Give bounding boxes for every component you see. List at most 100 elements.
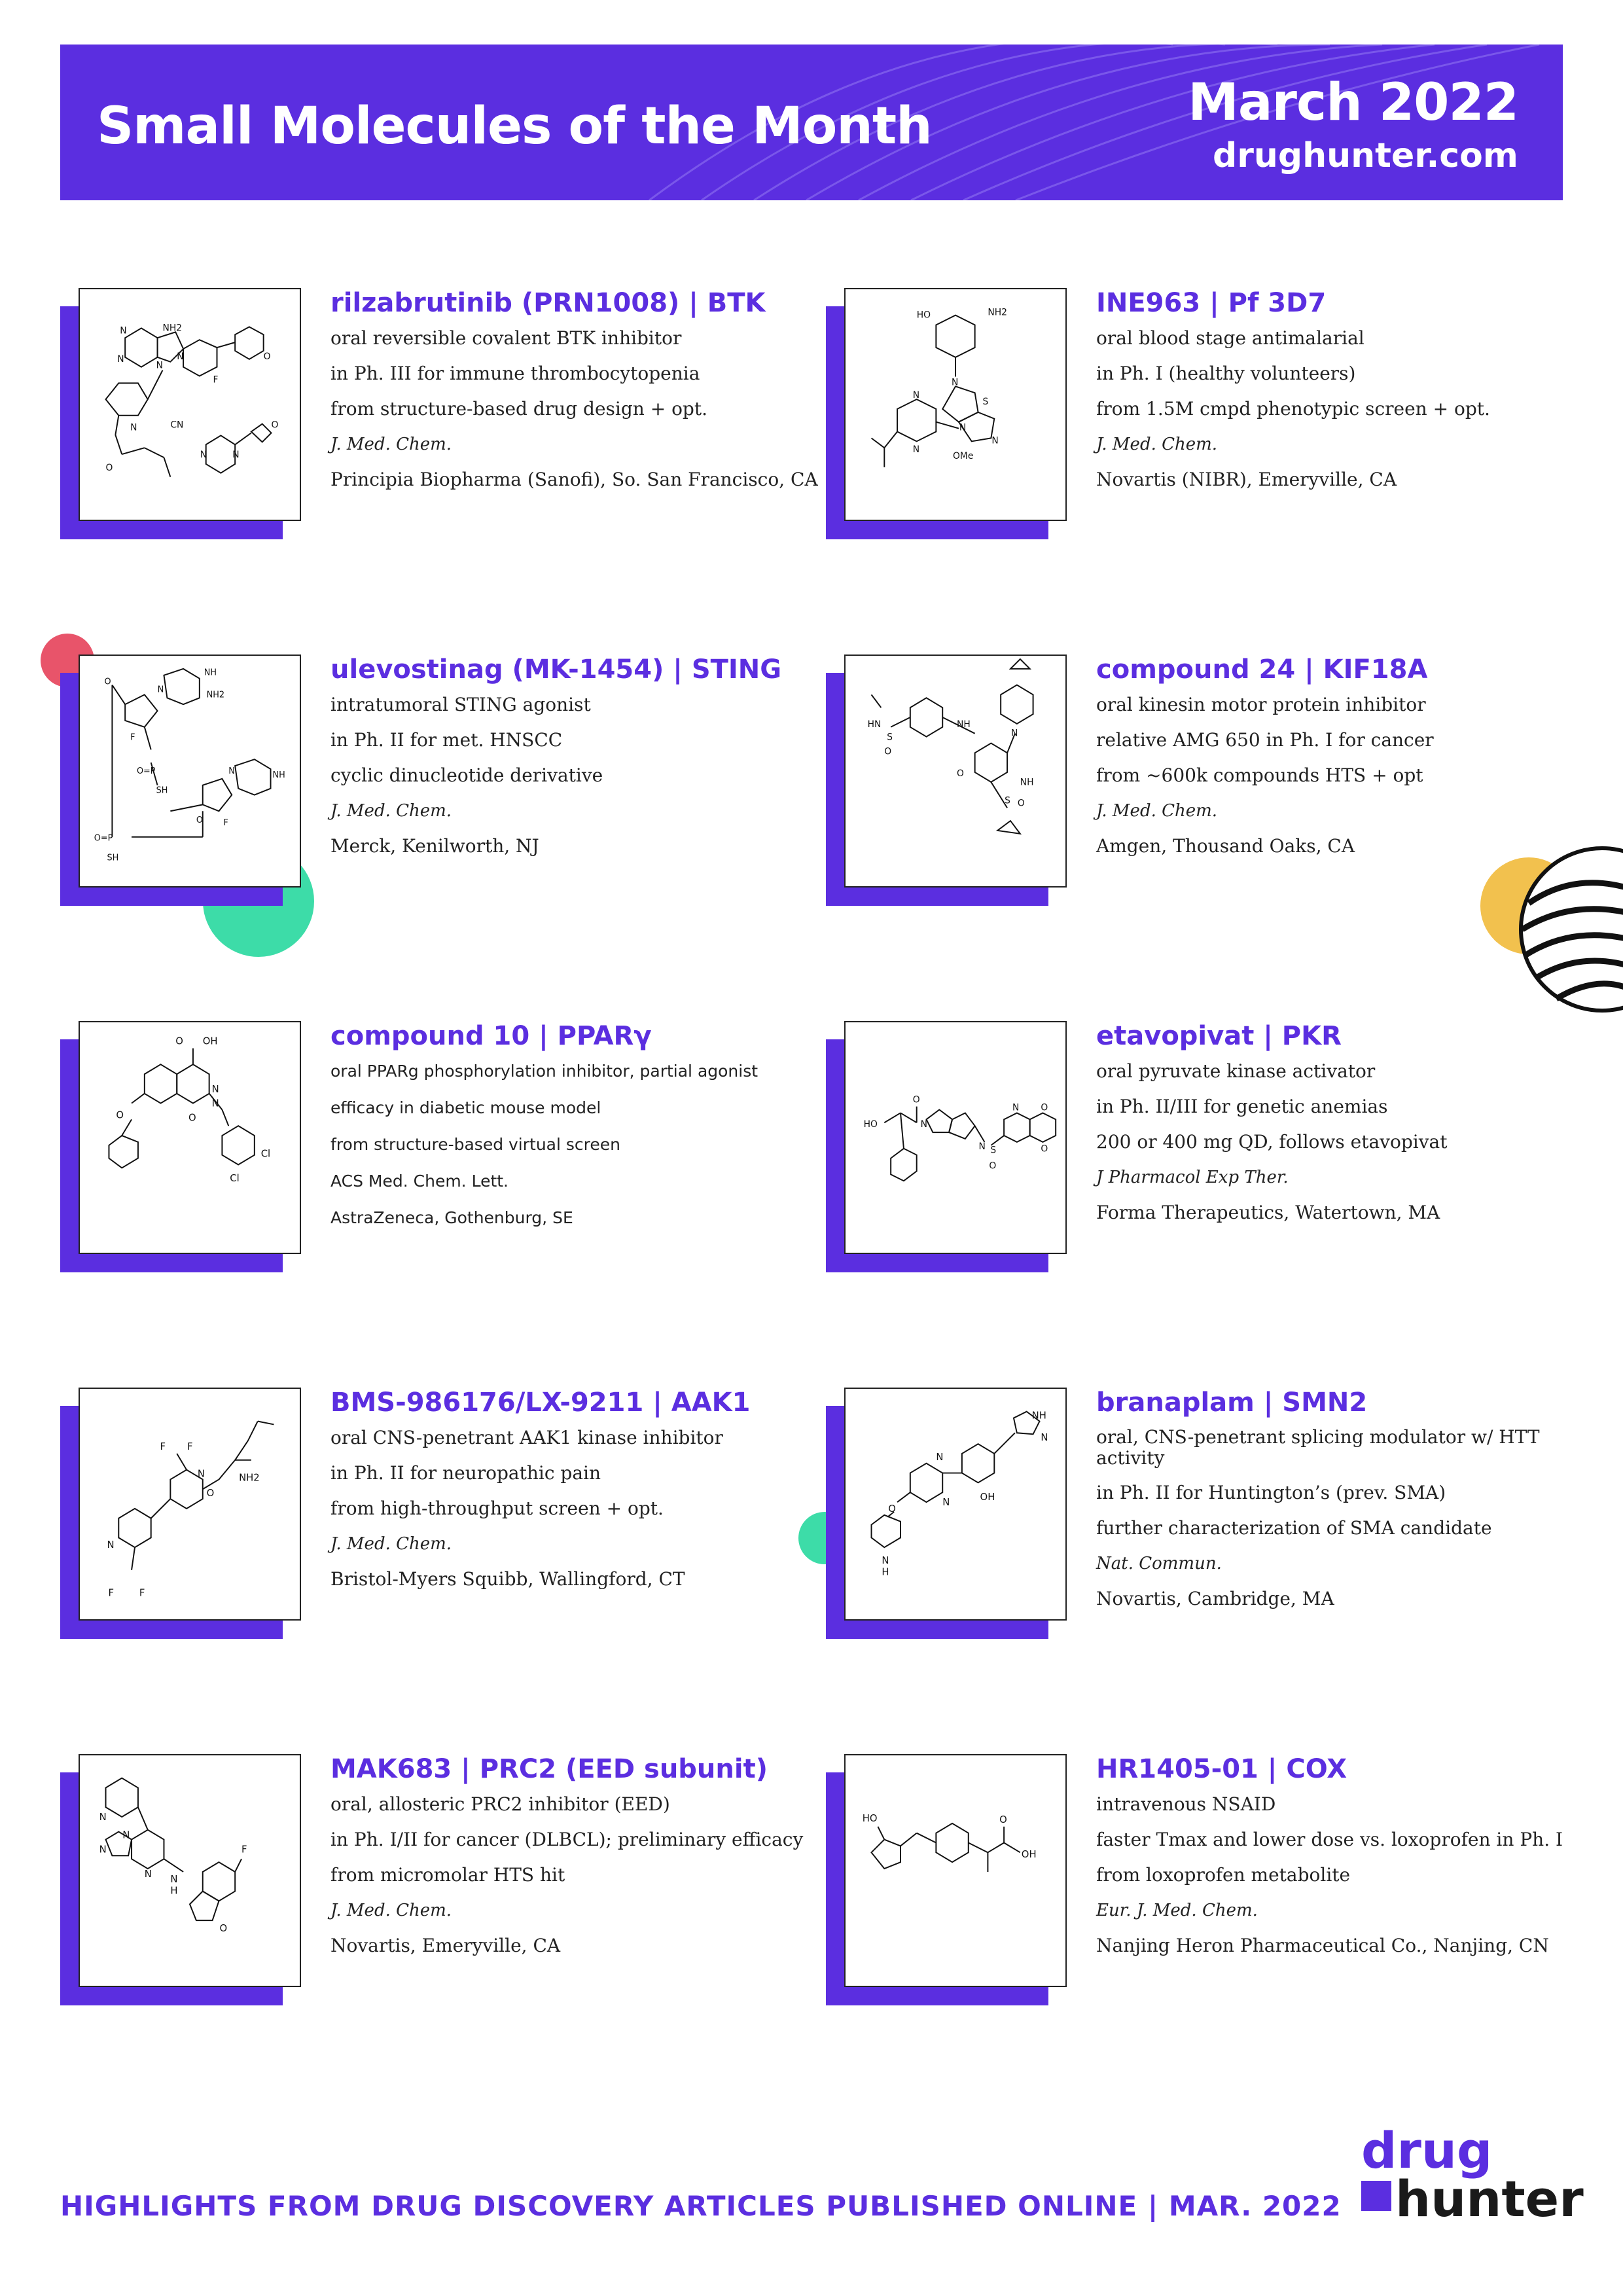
- atom-label: N: [913, 444, 919, 455]
- molecule-title: ulevostinag (MK-1454) | STING: [330, 655, 782, 685]
- atom-label: F: [213, 374, 219, 385]
- atom-label: O: [884, 746, 891, 757]
- company-line: Bristol-Myers Squibb, Wallingford, CT: [330, 1568, 685, 1590]
- atom-label: N: [200, 450, 207, 460]
- atom-label: O: [999, 1814, 1007, 1825]
- atom-label: N: [1011, 728, 1018, 739]
- phase-line: in Ph. I (healthy volunteers): [1096, 363, 1356, 384]
- atom-label: HO: [917, 310, 931, 321]
- structure-bms-986176: F F NH2 N O N F F: [79, 1388, 301, 1621]
- drughunter-logo[interactable]: drug hunter: [1361, 2121, 1584, 2231]
- origin-line: from micromolar HTS hit: [330, 1864, 565, 1886]
- journal-link[interactable]: ACS Med. Chem. Lett.: [330, 1172, 508, 1191]
- company-line: Novartis, Cambridge, MA: [1096, 1588, 1334, 1609]
- atom-label: OMe: [953, 451, 973, 461]
- structure-rilzabrutinib: N NH2 N N N O F CN N N N O O: [79, 288, 301, 521]
- atom-label: O: [105, 677, 111, 687]
- atom-label: NH: [204, 668, 217, 678]
- atom-label: N: [991, 435, 998, 446]
- atom-label: NH2: [207, 690, 224, 700]
- journal-link[interactable]: J. Med. Chem.: [1096, 435, 1218, 454]
- atom-label: N: [130, 423, 137, 433]
- atom-label: N: [156, 361, 163, 371]
- site-link[interactable]: drughunter.com: [1212, 136, 1518, 175]
- phase-line: in Ph. I/II for cancer (DLBCL); prelimin…: [330, 1829, 804, 1850]
- atom-label: F: [187, 1441, 193, 1452]
- origin-line: cyclic dinucleotide derivative: [330, 764, 603, 786]
- molecule-title: MAK683 | PRC2 (EED subunit): [330, 1754, 768, 1784]
- structure-ulevostinag: O NH NH2 N F O=P SH NH N O F O=P SH: [79, 655, 301, 888]
- journal-link[interactable]: J Pharmacol Exp Ther.: [1096, 1168, 1289, 1187]
- company-line: AstraZeneca, Gothenburg, SE: [330, 1208, 573, 1227]
- description-line: oral CNS-penetrant AAK1 kinase inhibitor: [330, 1427, 723, 1448]
- atom-label: O: [116, 1109, 124, 1121]
- molecule-title: INE963 | Pf 3D7: [1096, 288, 1327, 318]
- journal-link[interactable]: J. Med. Chem.: [330, 801, 452, 821]
- atom-label: N: [120, 325, 126, 336]
- atom-label: OH: [203, 1036, 218, 1047]
- atom-label: O: [888, 1503, 896, 1515]
- molecule-card-rilzabrutinib: N NH2 N N N O F CN N N N O O rilzabrutin…: [60, 288, 819, 550]
- molecule-card-compound-24: HN S O NH O N NH S O compound 24 | KIF18…: [826, 655, 1585, 916]
- structure-branaplam: NH N N N O OH N H: [844, 1388, 1067, 1621]
- card-info: branaplam | SMN2 oral, CNS-penetrant spl…: [1096, 1388, 1594, 1623]
- origin-line: from high-throughput screen + opt.: [330, 1498, 664, 1519]
- card-info: BMS-986176/LX-9211 | AAK1 oral CNS-penet…: [330, 1388, 828, 1604]
- chemical-structure-drawing: N NH2 N N N O F CN N N N O O: [105, 323, 279, 477]
- journal-link[interactable]: J. Med. Chem.: [1096, 801, 1218, 821]
- atom-label: N: [232, 450, 239, 460]
- atom-label: OH: [980, 1492, 995, 1503]
- structure-etavopivat: O HO N N S O N O O: [844, 1021, 1067, 1254]
- card-info: MAK683 | PRC2 (EED subunit) oral, allost…: [330, 1754, 828, 1970]
- origin-line: from loxoprofen metabolite: [1096, 1864, 1351, 1886]
- chemical-structure-drawing: F F NH2 N O N F F: [107, 1420, 274, 1598]
- company-line: Amgen, Thousand Oaks, CA: [1096, 835, 1355, 857]
- molecule-title: compound 10 | PPARγ: [330, 1021, 652, 1051]
- phase-line: faster Tmax and lower dose vs. loxoprofe…: [1096, 1829, 1563, 1850]
- atom-label: O: [1018, 798, 1025, 808]
- atom-label: O: [196, 816, 203, 825]
- company-line: Novartis (NIBR), Emeryville, CA: [1096, 469, 1397, 490]
- atom-label: HO: [863, 1813, 878, 1824]
- molecule-card-etavopivat: O HO N N S O N O O etavopivat | PKR oral…: [826, 1021, 1585, 1283]
- atom-label: N: [936, 1452, 943, 1463]
- origin-line: from ~600k compounds HTS + opt: [1096, 764, 1423, 786]
- molecule-title: branaplam | SMN2: [1096, 1388, 1368, 1418]
- atom-label: O: [272, 420, 279, 431]
- journal-link[interactable]: J. Med. Chem.: [330, 1901, 452, 1920]
- atom-label: N: [145, 1869, 152, 1880]
- phase-line: in Ph. II for neuropathic pain: [330, 1462, 601, 1484]
- atom-label: O: [219, 1923, 227, 1934]
- molecule-title: compound 24 | KIF18A: [1096, 655, 1428, 685]
- atom-label: N: [882, 1555, 889, 1566]
- journal-link[interactable]: Nat. Commun.: [1096, 1554, 1222, 1573]
- atom-label: O: [175, 1036, 183, 1047]
- atom-label: N: [158, 685, 164, 694]
- atom-label: HO: [864, 1119, 878, 1130]
- structure-mak683: N N N N N H F O: [79, 1754, 301, 1987]
- molecule-card-hr1405-01: HO O OH HR1405-01 | COX intravenous NSAI…: [826, 1754, 1585, 2016]
- journal-link[interactable]: J. Med. Chem.: [330, 1534, 452, 1554]
- logo-word-hunter: hunter: [1395, 2170, 1584, 2228]
- atom-label: O: [1041, 1144, 1048, 1155]
- structure-compound-24: HN S O NH O N NH S O: [844, 655, 1067, 888]
- atom-label: N: [117, 354, 124, 365]
- journal-link[interactable]: Eur. J. Med. Chem.: [1096, 1901, 1258, 1920]
- atom-label: N: [99, 1812, 107, 1823]
- origin-line: 200 or 400 mg QD, follows etavopivat: [1096, 1131, 1448, 1153]
- atom-label: NH2: [162, 323, 182, 333]
- atom-label: N: [99, 1844, 107, 1855]
- card-info: INE963 | Pf 3D7 oral blood stage antimal…: [1096, 288, 1594, 504]
- molecule-card-compound-10: O OH N N O O Cl Cl compound 10 | PPARγ o…: [60, 1021, 819, 1283]
- atom-label: F: [108, 1587, 114, 1598]
- atom-label: O: [207, 1488, 215, 1499]
- journal-link[interactable]: J. Med. Chem.: [330, 435, 452, 454]
- origin-line: from 1.5M cmpd phenotypic screen + opt.: [1096, 398, 1490, 420]
- structure-hr1405-01: HO O OH: [844, 1754, 1067, 1987]
- phase-line: in Ph. II for Huntington’s (prev. SMA): [1096, 1482, 1446, 1503]
- logo-word-drug: drug: [1361, 2121, 1493, 2179]
- card-info: compound 10 | PPARγ oral PPARg phosphory…: [330, 1021, 828, 1244]
- atom-label: N: [959, 423, 966, 433]
- atom-label: N: [170, 1874, 177, 1885]
- description-line: oral reversible covalent BTK inhibitor: [330, 327, 682, 349]
